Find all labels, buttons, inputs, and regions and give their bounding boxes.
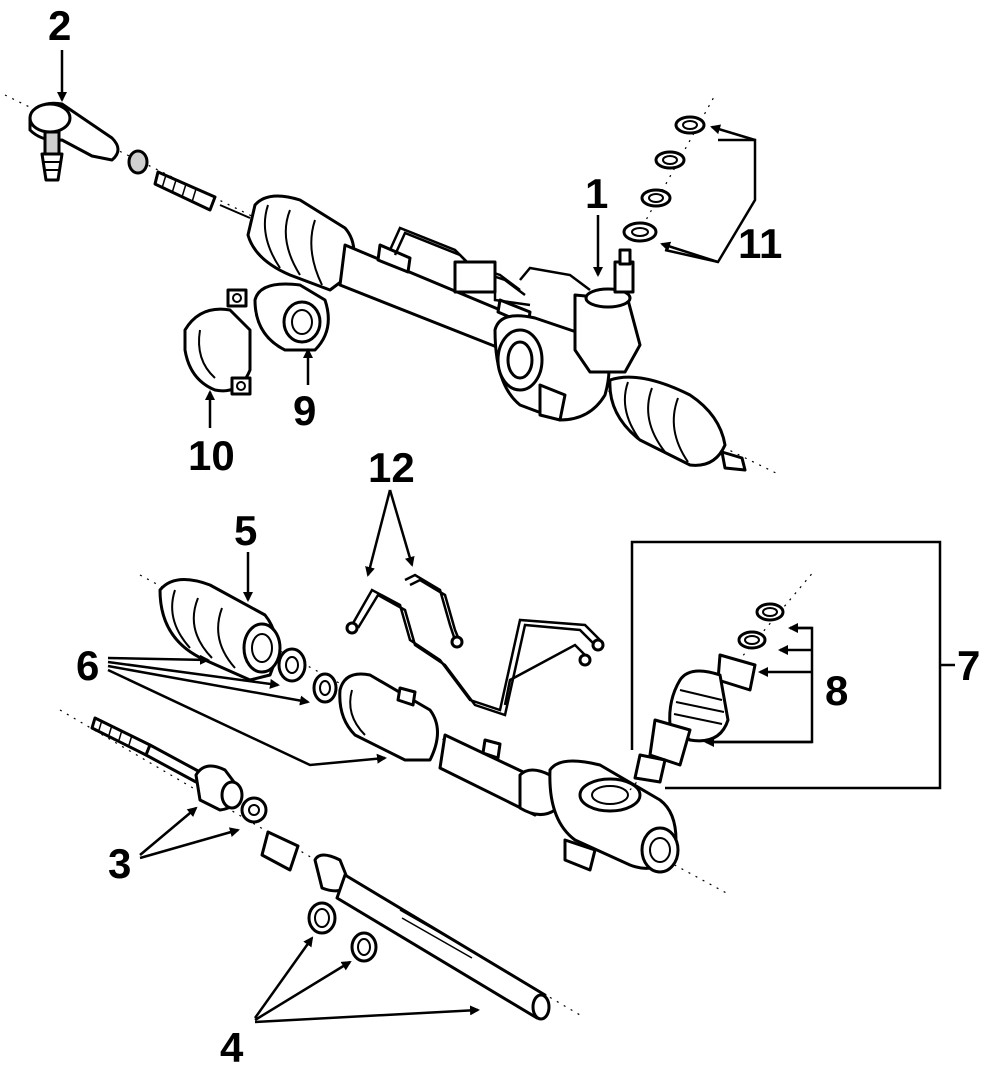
callout-11: 11 [738, 220, 782, 267]
callout-3: 3 [108, 840, 131, 887]
callout-7: 7 [957, 642, 980, 689]
right-rack-boot [608, 375, 747, 472]
mounting-bushing [253, 282, 330, 352]
control-valve-kit-bracket [630, 540, 955, 790]
callout-9: 9 [293, 387, 316, 434]
upper-pressure-lines [388, 226, 591, 307]
callout-4: 4 [220, 1024, 244, 1071]
rack-seal-a [277, 647, 307, 683]
jam-nut [127, 149, 149, 175]
steering-rack [260, 830, 551, 1021]
callout-1: 1 [585, 170, 608, 217]
rack-seal-d [350, 931, 378, 963]
pressure-lines [345, 573, 605, 717]
tie-rod-end [28, 101, 120, 182]
callout-8: 8 [825, 667, 848, 714]
inner-tie-rod [90, 716, 268, 824]
lower-rack-assembly [59, 540, 955, 1021]
leader-lines [57, 50, 814, 1024]
callout-5: 5 [234, 507, 257, 554]
control-valve-kit [629, 569, 816, 791]
rack-seal-c [307, 901, 337, 935]
rack-boot-lower [158, 578, 282, 682]
callout-10: 10 [188, 432, 235, 479]
left-rack-boot [246, 194, 356, 292]
inner-tie-rod-stub [153, 170, 251, 219]
callout-6: 6 [76, 642, 99, 689]
valve-housing [493, 248, 642, 422]
rack-seal-b [312, 672, 338, 704]
lower-rack-housing [438, 733, 680, 874]
callout-12: 12 [368, 444, 415, 491]
callout-labels: 2 1 11 9 10 12 5 6 7 8 3 4 [48, 2, 980, 1071]
seal-kit [622, 94, 716, 243]
upper-rack-assembly [4, 94, 781, 476]
cylinder-end-housing [338, 672, 439, 762]
callout-2: 2 [48, 2, 71, 49]
mounting-bracket [183, 288, 252, 396]
